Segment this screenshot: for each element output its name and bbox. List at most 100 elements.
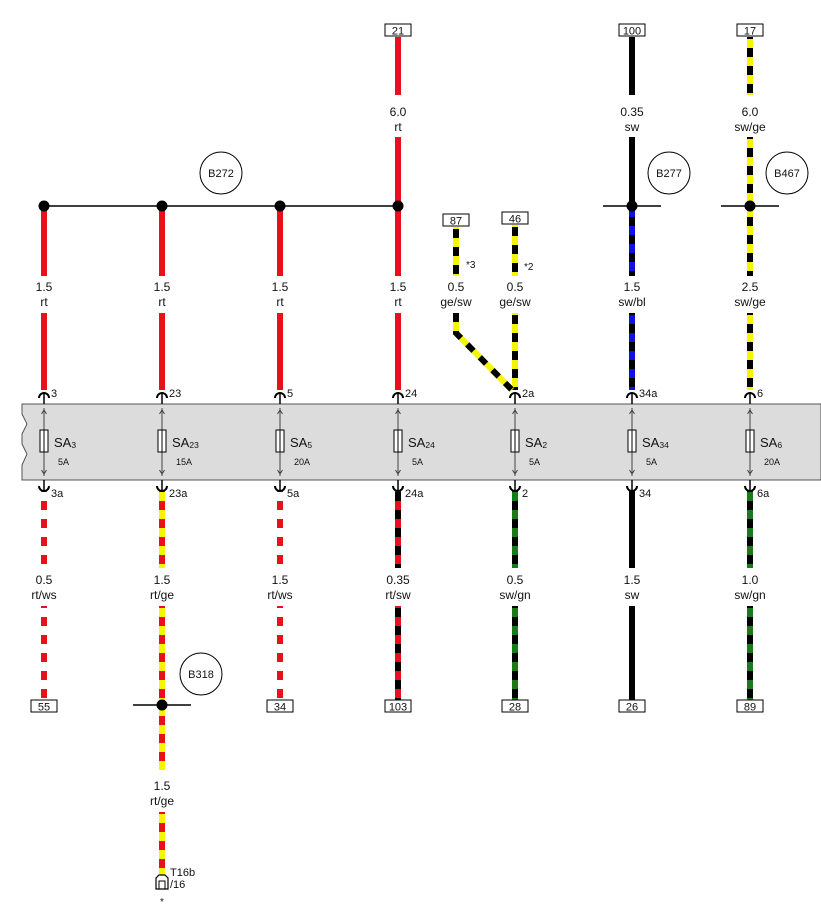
upper-wire-8-gauge: 2.5: [742, 280, 759, 294]
fuse-sa34: 34a SA34 5A 34: [639, 388, 669, 500]
fuse-symbol-layer: [39, 408, 755, 476]
wire-21-color: rt: [394, 120, 402, 134]
terminal-28-label: 28: [509, 702, 521, 714]
junction-dot-2: [156, 200, 168, 212]
lower-wire-4-color: rt/sw: [385, 588, 411, 602]
terminal-87-label: 87: [450, 216, 462, 228]
lower-wire-3-gauge: 1.5: [272, 573, 289, 587]
fuse-2-arrow-in-icon: [159, 409, 165, 415]
upper-wire-5-gauge: 0.5: [448, 280, 465, 294]
splice-b318-label: B318: [188, 669, 214, 681]
fuse-4-arrow-out-icon: [395, 469, 401, 475]
fuse-sa5-pin-in: 5: [287, 388, 293, 400]
junction-dot-6: [744, 200, 756, 212]
fuse-sa6-name: SA6: [760, 435, 782, 450]
fuse-sa34-pin-in: 34a: [639, 388, 658, 400]
fuse-sa24-name: SA24: [408, 435, 435, 450]
fuse-sa3-rating: 5A: [58, 457, 69, 467]
upper-wire-5-color: ge/sw: [440, 295, 472, 309]
terminal-21: 21: [384, 23, 412, 38]
fuse-sa5-pin-out: 5a: [287, 488, 300, 500]
fuse-sa24: 24 SA24 5A 24a: [405, 388, 435, 500]
terminal-21-label: 21: [392, 26, 404, 38]
terminal-34-label: 34: [274, 702, 286, 714]
terminal-46-label: 46: [509, 214, 521, 226]
connector-t16b: T16b /16 *: [155, 867, 195, 908]
wire-17-color: sw/ge: [734, 120, 766, 134]
terminal-55-label: 55: [38, 702, 50, 714]
junction-layer: [38, 200, 756, 711]
upper-wire-5-bent: [453, 313, 515, 393]
terminal-28: 28: [501, 699, 529, 714]
wire-21-gauge: 6.0: [390, 105, 407, 119]
lower-wire-7-gauge: 1.0: [742, 573, 759, 587]
junction-dot-3: [274, 200, 286, 212]
lower-wire-5-color: sw/gn: [499, 588, 530, 602]
fuse-sa5: 5 SA5 20A 5a: [287, 388, 312, 500]
lower-wire-2-gauge: 1.5: [154, 573, 171, 587]
junction-dot-7: [156, 699, 168, 711]
junction-dot-4: [392, 200, 404, 212]
upper-wire-4-color: rt: [394, 295, 402, 309]
fuse-sa5-name: SA5: [290, 435, 312, 450]
fuse-2-arrow-out-icon: [159, 469, 165, 475]
fuse-6-arrow-out-icon: [629, 469, 635, 475]
fuse-7-arrow-out-icon: [747, 469, 753, 475]
fuse-sa2: 2a SA2 5A 2: [522, 388, 547, 500]
fuse-sa3-pin-in: 3: [51, 388, 57, 400]
fuse-sa6-pin-in: 6: [757, 388, 763, 400]
terminal-100: 100: [618, 23, 646, 38]
wire-100-color: sw: [625, 120, 640, 134]
fuse-sa23-name: SA23: [172, 435, 199, 450]
splice-b318: B318: [179, 652, 223, 696]
connector-pin: /16: [170, 879, 185, 891]
lower-wire-3-color: rt/ws: [267, 588, 292, 602]
terminal-103: 103: [384, 699, 412, 714]
connector-note: *: [160, 897, 164, 908]
fuse-sa24-rating: 5A: [412, 457, 423, 467]
upper-wire-7-color: sw/bl: [618, 295, 645, 309]
upper-wire-7-gauge: 1.5: [624, 280, 641, 294]
lower-wire-6-color: sw: [625, 588, 640, 602]
fuse-sa34-rating: 5A: [646, 457, 657, 467]
fuse-6-arrow-in-icon: [629, 409, 635, 415]
lower-wire-5-gauge: 0.5: [507, 573, 524, 587]
terminal-26-label: 26: [626, 702, 638, 714]
note-star-3: *3: [466, 260, 476, 271]
fuse-sa24-pin-in: 24: [405, 388, 417, 400]
upper-wire-4-gauge: 1.5: [390, 280, 407, 294]
fuse-sa2-pin-out: 2: [522, 488, 528, 500]
fuse-1-arrow-in-icon: [41, 409, 47, 415]
fuse-sa6-rating: 20A: [764, 457, 780, 467]
fuse-5-arrow-in-icon: [512, 409, 518, 415]
upper-wire-6-gauge: 0.5: [507, 280, 524, 294]
connector-pin-inner-icon: [158, 880, 166, 889]
fuse-sa23-pin-out: 23a: [169, 488, 188, 500]
fuse-sa34-pin-out: 34: [639, 488, 651, 500]
upper-wire-2-gauge: 1.5: [154, 280, 171, 294]
pin-layer: [38, 392, 756, 492]
upper-wire-1-gauge: 1.5: [36, 280, 53, 294]
terminal-17: 17: [736, 23, 764, 38]
wire-17-gauge: 6.0: [742, 105, 759, 119]
upper-wire-6-color: ge/sw: [499, 295, 531, 309]
fuse-7-arrow-in-icon: [747, 409, 753, 415]
fuse-box: [21, 403, 821, 481]
terminal-103-label: 103: [389, 702, 407, 714]
terminal-89-label: 89: [744, 702, 756, 714]
fuse-sa23: 23 SA23 15A 23a: [169, 388, 199, 500]
fuse-1-arrow-out-icon: [41, 469, 47, 475]
extension-wire-color: rt/ge: [150, 794, 174, 808]
extension-wire-gauge: 1.5: [154, 779, 171, 793]
fuse-sa6-pin-out: 6a: [757, 488, 770, 500]
lower-wire-1-gauge: 0.5: [36, 573, 53, 587]
wire-100-gauge: 0.35: [620, 105, 644, 119]
fuse-sa23-pin-in: 23: [169, 388, 181, 400]
splice-b467: B467: [765, 151, 809, 195]
splice-b272-label: B272: [208, 168, 234, 180]
terminal-34: 34: [266, 699, 294, 714]
wire-layer: [41, 37, 753, 875]
upper-wire-1-color: rt: [40, 295, 48, 309]
note-star-2: *2: [524, 262, 534, 273]
